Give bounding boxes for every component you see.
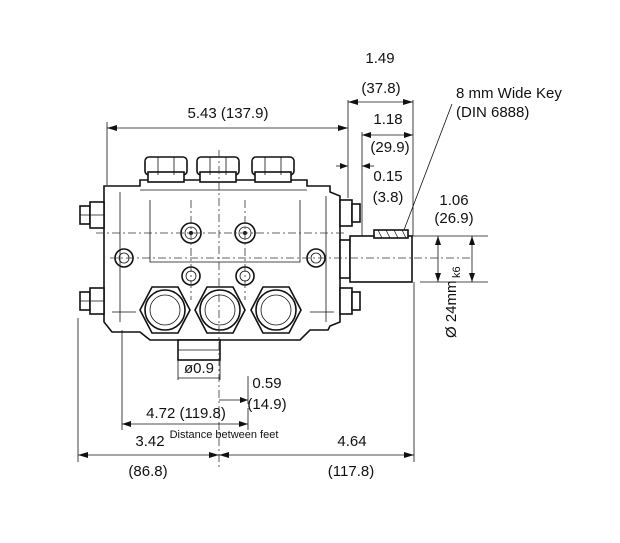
foot-offset-in-label: 0.59 <box>252 375 281 392</box>
drive-shaft <box>339 229 413 283</box>
top-cap-middle <box>196 156 240 183</box>
pump-body <box>79 150 470 468</box>
right-overall-mm-label: (117.8) <box>328 463 374 480</box>
shaft-tolerance-label: k6 <box>451 266 463 278</box>
key-note-line1: 8 mm Wide Key <box>456 85 562 102</box>
top-cap-left <box>144 156 188 183</box>
right-bolt-upper <box>339 199 361 227</box>
valve-plug-middle <box>194 286 246 334</box>
shaft-extension-in-label: 1.49 <box>365 50 394 67</box>
left-foot-bolt-lower <box>79 287 105 315</box>
shaft-diameter-label: Ø 24mm <box>443 280 460 338</box>
shoulder-in-label: 0.15 <box>373 168 402 185</box>
valve-plug-left <box>139 286 191 334</box>
hole-diameter-label: ø0.9 <box>184 360 214 377</box>
drain-boss <box>177 339 221 361</box>
left-overall-in-label: 3.42 <box>135 433 164 450</box>
key-length-mm-label: (29.9) <box>370 139 409 156</box>
feet-spacing-label: 4.72 (119.8) <box>146 405 226 422</box>
feet-caption-label: Distance between feet <box>170 429 279 441</box>
dimension-lines <box>77 99 488 462</box>
shaft-offset-in-label: 1.06 <box>439 192 468 209</box>
valve-plug-right <box>250 286 302 334</box>
top-cap-right <box>251 156 295 183</box>
left-foot-bolt-upper <box>79 201 105 229</box>
shaft-offset-mm-label: (26.9) <box>434 210 473 227</box>
shaft-extension-mm-label: (37.8) <box>361 80 400 97</box>
shoulder-mm-label: (3.8) <box>373 189 404 206</box>
right-overall-in-label: 4.64 <box>337 433 366 450</box>
key-length-in-label: 1.18 <box>373 111 402 128</box>
overall-length-label: 5.43 (137.9) <box>188 105 269 122</box>
key-note-line2: (DIN 6888) <box>456 104 529 121</box>
foot-offset-mm-label: (14.9) <box>247 396 286 413</box>
right-bolt-lower <box>339 287 361 315</box>
left-overall-mm-label: (86.8) <box>128 463 167 480</box>
